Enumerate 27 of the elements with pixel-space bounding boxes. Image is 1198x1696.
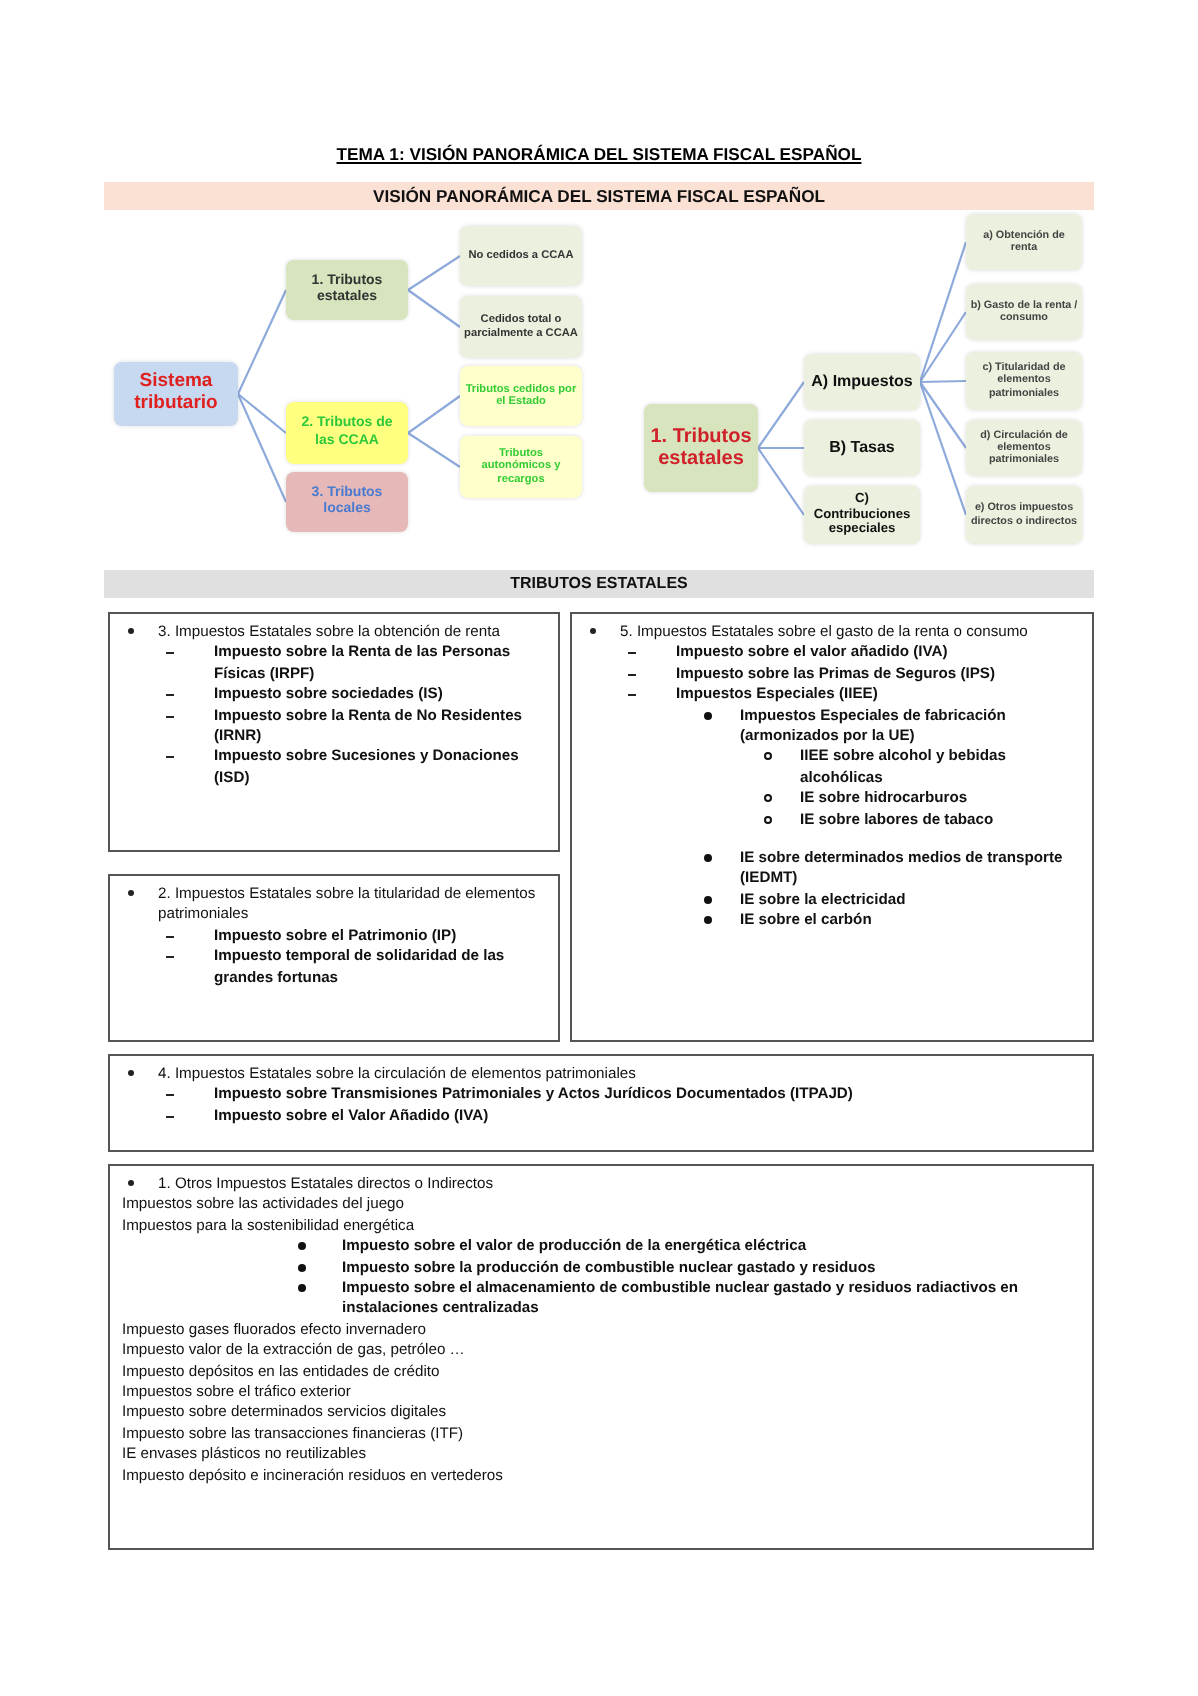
- text-panel: [108, 1054, 1094, 1152]
- connector-line: [407, 289, 461, 328]
- connector-line: [237, 393, 287, 434]
- section-banner: TRIBUTOS ESTATALES: [104, 570, 1094, 598]
- connector-line: [918, 241, 968, 383]
- tree-node-box: A) Impuestos: [804, 354, 920, 410]
- connector-line: [407, 395, 461, 434]
- text-panel: [108, 612, 560, 852]
- connector-line: [918, 381, 968, 516]
- text-panel: [570, 612, 1094, 1042]
- connector-line: [757, 381, 805, 449]
- connector-line: [758, 446, 804, 450]
- section-banner: VISIÓN PANORÁMICA DEL SISTEMA FISCAL ESPAÑOL: [104, 182, 1094, 210]
- tree-node-box: Sistema tributario: [114, 362, 238, 426]
- connector-line: [237, 393, 287, 503]
- tree-node-box: B) Tasas: [804, 420, 920, 476]
- connector-line: [757, 447, 805, 516]
- connector-line: [919, 311, 967, 383]
- page-title: TEMA 1: VISIÓN PANORÁMICA DEL SISTEMA FISCAL ESPAÑOL: [334, 144, 864, 164]
- connector-line: [919, 379, 967, 384]
- tree-node-box: 1. Tributos estatales: [644, 404, 758, 492]
- connector-line: [237, 289, 287, 395]
- text-panel: [108, 1164, 1094, 1550]
- connector-line: [407, 255, 461, 291]
- connector-line: [919, 381, 967, 449]
- text-panel: [108, 874, 560, 1042]
- connector-line: [407, 432, 461, 468]
